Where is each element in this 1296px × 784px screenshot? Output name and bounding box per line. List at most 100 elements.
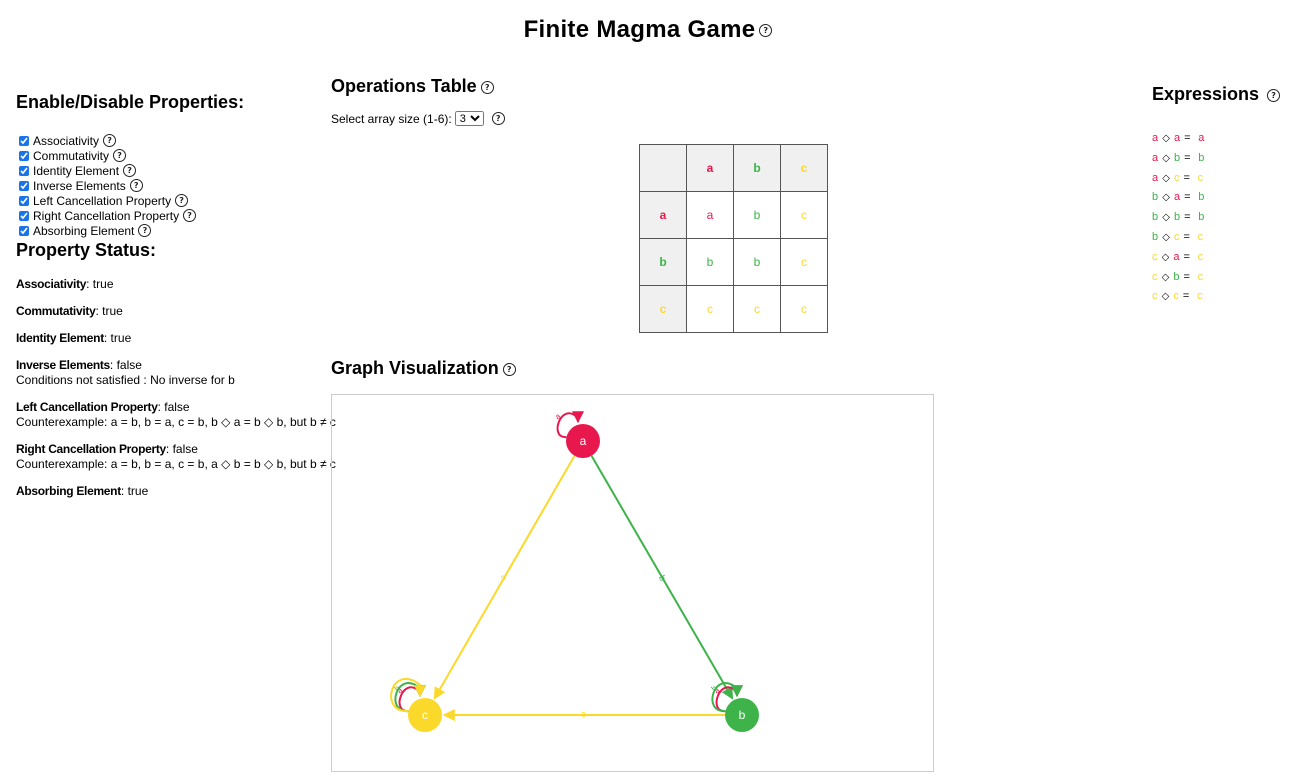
property-help-icon[interactable]: ? [123, 164, 137, 177]
graph-help-icon[interactable]: ? [502, 362, 516, 376]
expression-row: b ◇ c = c [1152, 228, 1280, 248]
operations-heading: Operations Table? [331, 76, 505, 97]
property-toggle-item[interactable]: Right Cancellation Property? [19, 208, 336, 223]
property-label: Absorbing Element [33, 223, 135, 238]
status-detail: Conditions not satisfied : No inverse fo… [16, 373, 235, 387]
table-cell[interactable]: c [733, 285, 781, 333]
expression-row: a ◇ a = a [1152, 129, 1280, 149]
graph-self-loop [390, 677, 426, 713]
property-checkbox[interactable] [19, 135, 29, 146]
expr-left: b [1152, 191, 1159, 204]
table-cell[interactable]: a [686, 191, 734, 239]
table-cell[interactable]: c [780, 238, 828, 286]
graph-node-label: a [580, 434, 587, 448]
expr-equals: = [1183, 230, 1191, 243]
table-cell[interactable]: c [780, 191, 828, 239]
property-help-icon[interactable]: ? [103, 134, 117, 147]
expr-left: b [1152, 230, 1159, 243]
expr-right: b [1173, 211, 1181, 224]
expr-left: a [1152, 132, 1159, 144]
status-name: Identity Element [16, 331, 104, 345]
property-checkbox[interactable] [19, 150, 29, 161]
expr-result: c [1197, 171, 1204, 184]
status-value: : true [103, 331, 132, 345]
expr-equals: = [1184, 211, 1192, 224]
status-value: : true [86, 277, 114, 291]
status-value: : true [95, 304, 123, 318]
table-cell[interactable]: b [686, 238, 734, 286]
graph-edge-label: c [581, 710, 586, 720]
property-help-icon[interactable]: ? [129, 179, 143, 192]
graph-node-label: b [739, 708, 746, 722]
graph-node[interactable] [566, 424, 600, 458]
status-value: : false [157, 400, 190, 414]
property-toggle-item[interactable]: Left Cancellation Property? [19, 193, 336, 208]
expr-right: c [1173, 171, 1180, 184]
table-column-header: b [733, 144, 781, 192]
graph-node[interactable] [725, 698, 759, 732]
graph-heading: Graph Visualization? [331, 358, 516, 379]
expr-operator: ◇ [1161, 271, 1170, 283]
operations-heading-text: Operations Table [331, 76, 477, 96]
status-name: Left Cancellation Property [16, 400, 158, 414]
property-checkbox[interactable] [19, 210, 29, 221]
array-size-select[interactable]: 3 [454, 111, 484, 126]
property-checkbox[interactable] [19, 225, 29, 236]
table-row-header: c [639, 285, 687, 333]
graph-edge-label: c [390, 682, 399, 691]
property-checkbox[interactable] [19, 195, 29, 206]
expr-right: b [1173, 151, 1181, 164]
property-checkbox[interactable] [19, 165, 29, 176]
title-help-icon[interactable]: ? [759, 24, 773, 38]
property-toggle-item[interactable]: Associativity? [19, 133, 336, 148]
property-help-icon[interactable]: ? [113, 149, 127, 162]
array-size-help-icon[interactable]: ? [491, 112, 505, 125]
property-help-icon[interactable]: ? [138, 224, 152, 237]
expr-equals: = [1184, 191, 1192, 204]
operations-section: Operations Table? Select array size (1-6… [331, 76, 505, 126]
property-help-icon[interactable]: ? [183, 209, 197, 222]
table-cell[interactable]: b [733, 238, 781, 286]
operations-help-icon[interactable]: ? [480, 80, 494, 94]
expr-right: b [1173, 270, 1180, 283]
property-toggle-item[interactable]: Absorbing Element? [19, 223, 336, 238]
expr-operator: ◇ [1162, 133, 1171, 144]
graph-edge-label: b [393, 683, 403, 693]
table-cell[interactable]: c [780, 285, 828, 333]
graph-node[interactable] [408, 698, 442, 732]
graph-edge-label: b [710, 683, 720, 693]
property-toggle-item[interactable]: Commutativity? [19, 148, 336, 163]
property-label: Commutativity [33, 148, 110, 163]
expr-left: a [1152, 151, 1159, 164]
expr-left: c [1152, 250, 1158, 263]
expr-equals: = [1184, 151, 1192, 164]
expr-operator: ◇ [1161, 251, 1170, 263]
expressions-help-icon[interactable]: ? [1267, 88, 1281, 102]
graph-self-loop [711, 682, 743, 713]
expr-right: c [1173, 290, 1180, 303]
expr-result: c [1196, 290, 1203, 303]
table-column-header: a [686, 144, 734, 192]
table-cell[interactable]: b [733, 191, 781, 239]
expression-row: c ◇ c = c [1152, 287, 1280, 307]
graph-edge-label: c [498, 574, 509, 583]
expr-right: c [1173, 230, 1180, 243]
property-checkbox[interactable] [19, 180, 29, 191]
property-toggle-item[interactable]: Identity Element? [19, 163, 336, 178]
property-toggle-item[interactable]: Inverse Elements? [19, 178, 336, 193]
expr-operator: ◇ [1162, 192, 1171, 204]
expr-result: c [1197, 270, 1204, 283]
property-help-icon[interactable]: ? [175, 194, 189, 207]
table-cell[interactable]: c [686, 285, 734, 333]
property-label: Identity Element [33, 163, 120, 178]
status-detail: Counterexample: a = b, b = a, c = b, a ◇… [16, 457, 336, 471]
graph-edge [433, 455, 576, 700]
expr-operator: ◇ [1162, 212, 1171, 224]
